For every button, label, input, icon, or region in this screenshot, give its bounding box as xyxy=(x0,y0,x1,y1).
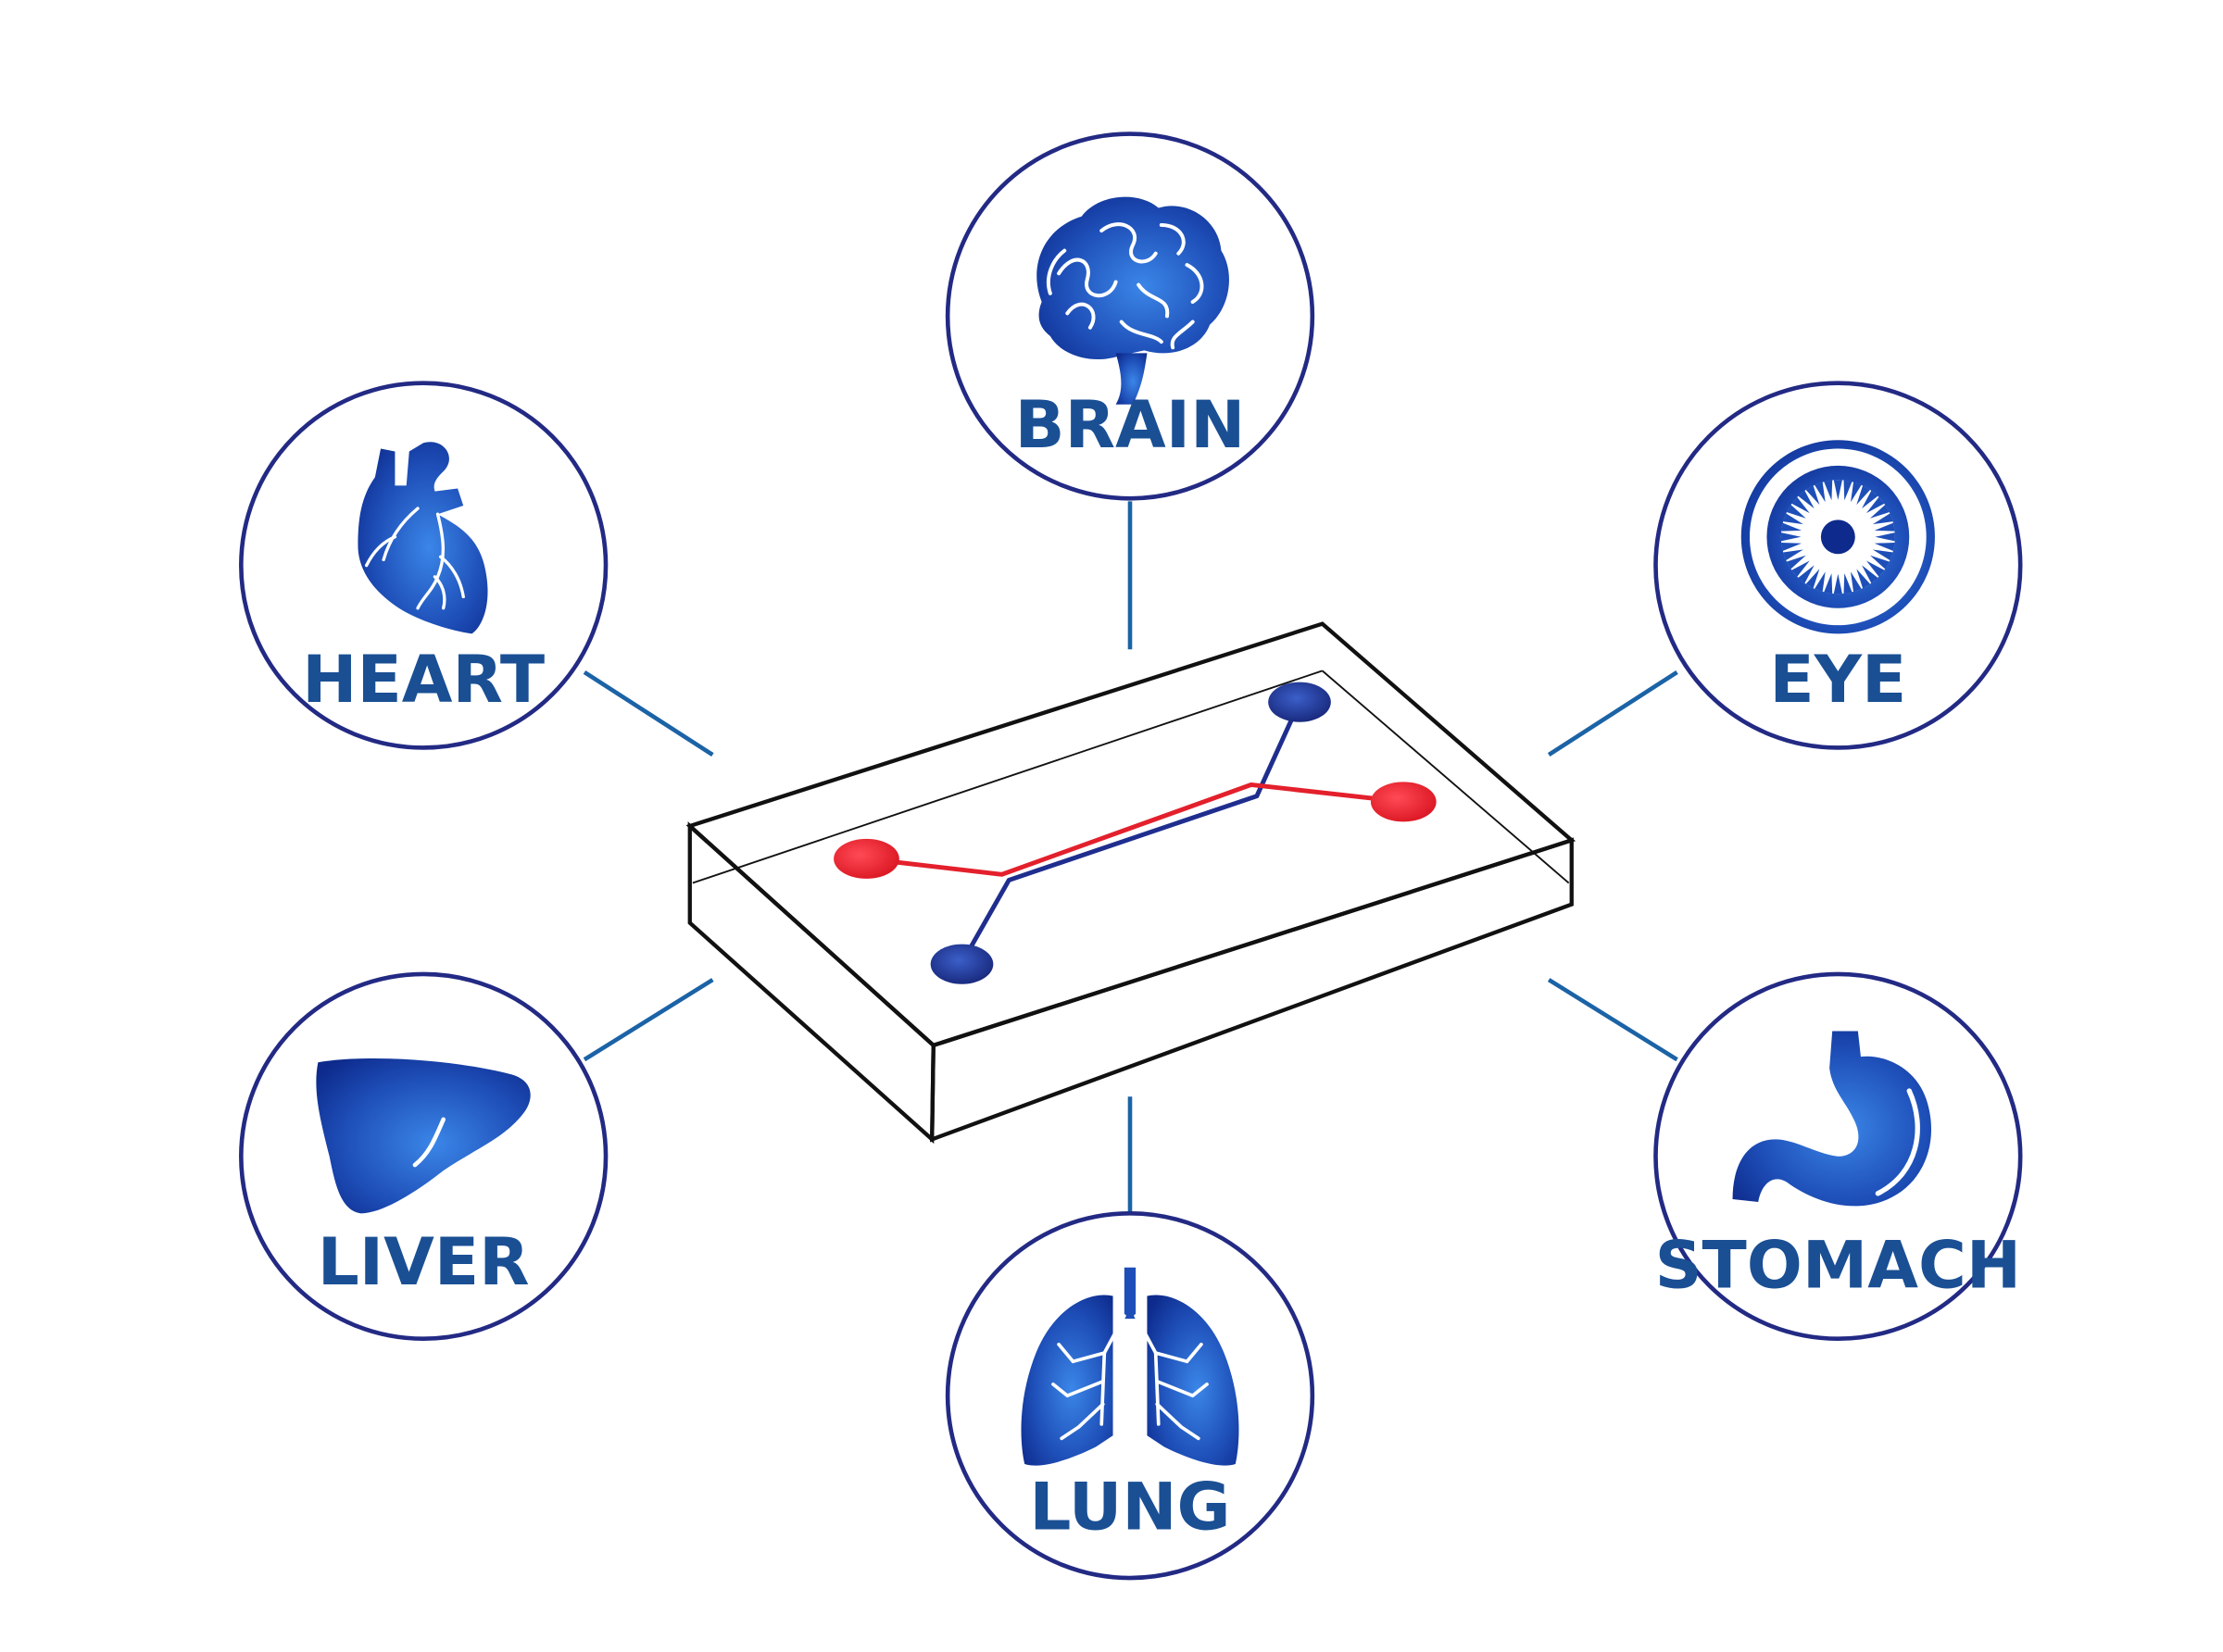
connector-lines xyxy=(583,501,1678,1214)
blue-port-top xyxy=(1268,682,1331,722)
organ-label-brain: BRAIN xyxy=(1015,386,1246,463)
blue-channel xyxy=(960,701,1302,964)
connector-eye xyxy=(1547,670,1678,757)
red-port-left xyxy=(834,838,899,879)
connector-heart xyxy=(583,670,714,757)
heart-icon xyxy=(358,442,488,634)
organ-node-lung: LUNG xyxy=(945,1211,1315,1581)
organ-node-liver: LIVER xyxy=(239,971,609,1341)
organ-node-brain: BRAIN xyxy=(945,131,1315,501)
eye-icon xyxy=(1740,440,1935,634)
microfluidic-chip-icon xyxy=(685,621,1576,1145)
organ-label-lung: LUNG xyxy=(1029,1469,1230,1546)
channel-network xyxy=(866,701,1404,964)
organ-circle-lung xyxy=(945,1211,1315,1581)
organ-node-heart: HEART xyxy=(239,381,609,750)
brain-icon xyxy=(1036,196,1229,405)
organ-label-liver: LIVER xyxy=(318,1223,530,1300)
connector-stomach xyxy=(1547,978,1678,1062)
organ-label-stomach: STOMACH xyxy=(1655,1226,2022,1303)
lung-icon xyxy=(1021,1267,1239,1466)
stomach-icon xyxy=(1732,1031,1932,1207)
organ-node-eye: EYE xyxy=(1653,381,2023,750)
organ-node-stomach: STOMACH xyxy=(1653,971,2023,1341)
connector-liver xyxy=(583,978,714,1062)
organ-label-heart: HEART xyxy=(302,641,545,718)
red-port-right xyxy=(1370,782,1437,822)
red-channel xyxy=(866,782,1404,877)
blue-port-bottom xyxy=(930,944,994,984)
organ-label-eye: EYE xyxy=(1769,641,1906,718)
channel-ports xyxy=(834,682,1437,984)
liver-icon xyxy=(316,1058,531,1214)
